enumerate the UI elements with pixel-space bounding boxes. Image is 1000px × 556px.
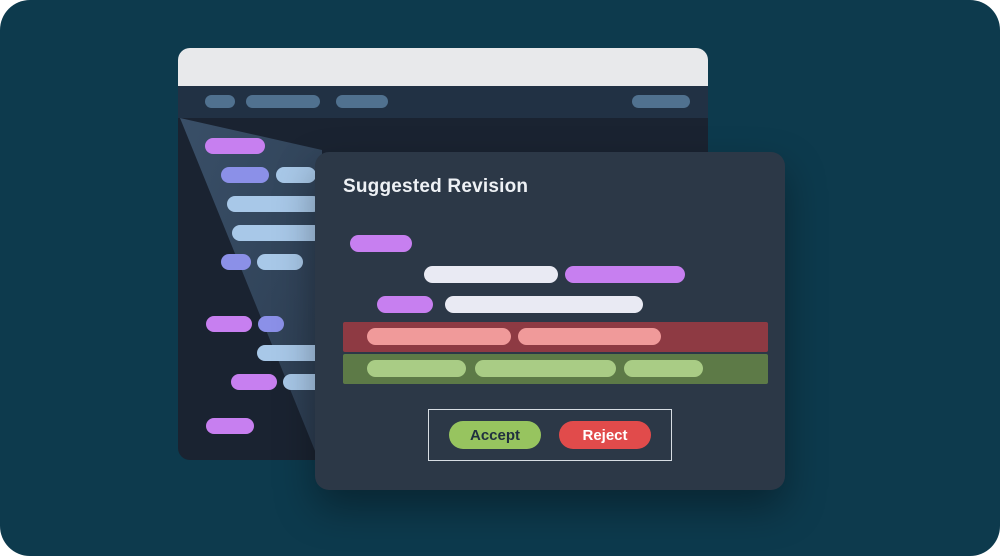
dialog-title: Suggested Revision	[343, 176, 529, 197]
suggested-revision-dialog: Suggested Revision Accept Reject	[315, 152, 785, 490]
editor-titlebar	[178, 48, 708, 86]
action-buttons-frame: Accept Reject	[428, 409, 672, 461]
added-lines-band	[343, 354, 768, 384]
accept-button[interactable]: Accept	[449, 421, 541, 449]
reject-button[interactable]: Reject	[559, 421, 651, 449]
removed-lines-band	[343, 322, 768, 352]
editor-tabbar	[178, 86, 708, 118]
